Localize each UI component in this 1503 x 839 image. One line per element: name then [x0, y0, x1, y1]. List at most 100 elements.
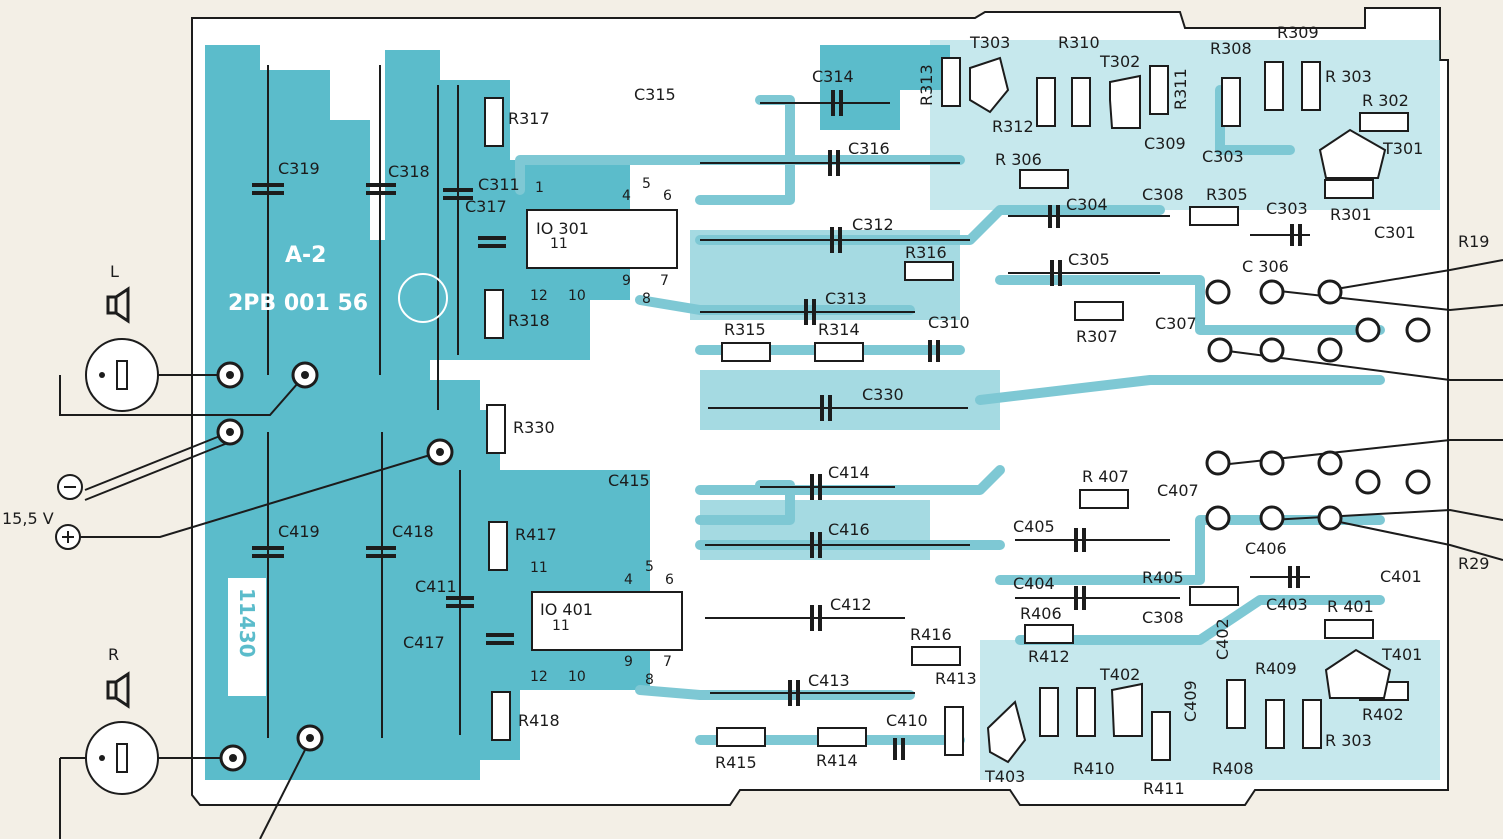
svg-text:R413: R413: [935, 669, 977, 688]
svg-text:R315: R315: [724, 320, 766, 339]
svg-text:T303: T303: [969, 33, 1010, 52]
svg-text:C409: C409: [1181, 680, 1200, 722]
svg-text:4: 4: [624, 572, 633, 588]
svg-text:C304: C304: [1066, 195, 1108, 214]
svg-text:C418: C418: [392, 522, 434, 541]
board-serial: 11430: [235, 588, 259, 658]
svg-text:6: 6: [665, 572, 674, 588]
svg-text:C318: C318: [388, 162, 430, 181]
svg-text:1: 1: [535, 180, 544, 196]
svg-text:6: 6: [663, 188, 672, 204]
board-part-number: 2PB 001 56: [228, 291, 368, 316]
svg-text:C307: C307: [1155, 314, 1197, 333]
svg-text:C403: C403: [1266, 595, 1308, 614]
svg-text:R29: R29: [1458, 554, 1489, 573]
capacitors-horizontal: [700, 90, 1310, 760]
svg-text:R405: R405: [1142, 568, 1184, 587]
svg-text:R 407: R 407: [1082, 467, 1129, 486]
speaker-symbol-left-icon: [106, 286, 130, 324]
svg-text:R314: R314: [818, 320, 860, 339]
svg-text:C416: C416: [828, 520, 870, 539]
svg-text:11: 11: [530, 560, 548, 576]
svg-text:R313: R313: [917, 64, 936, 106]
svg-text:C410: C410: [886, 711, 928, 730]
ic-pin-numbers: 1 4 5 6 11 12 10 9 8 7 11 4 5 6 11 12 10…: [530, 176, 674, 688]
transistors: [969, 56, 1392, 764]
svg-text:C330: C330: [862, 385, 904, 404]
svg-text:R318: R318: [508, 311, 550, 330]
svg-text:R311: R311: [1171, 68, 1190, 110]
svg-text:R307: R307: [1076, 327, 1118, 346]
svg-text:8: 8: [642, 291, 651, 307]
svg-text:C413: C413: [808, 671, 850, 690]
svg-text:R316: R316: [905, 243, 947, 262]
speaker-left-icon: [85, 338, 159, 412]
svg-text:T402: T402: [1099, 665, 1140, 684]
svg-text:C310: C310: [928, 313, 970, 332]
svg-text:R 303: R 303: [1325, 731, 1372, 750]
svg-text:R408: R408: [1212, 759, 1254, 778]
svg-text:C407: C407: [1157, 481, 1199, 500]
rail-wires: [267, 65, 461, 738]
svg-text:C303: C303: [1266, 199, 1308, 218]
svg-text:R415: R415: [715, 753, 757, 772]
svg-text:C412: C412: [830, 595, 872, 614]
svg-text:C405: C405: [1013, 517, 1055, 536]
copper-pour-top-mid: [385, 50, 630, 360]
copper-pour-center-right: [820, 45, 950, 130]
speaker-symbol-right-icon: [106, 671, 130, 709]
svg-text:R 303: R 303: [1325, 67, 1372, 86]
ic-io301: [526, 209, 678, 269]
svg-text:C311: C311: [478, 175, 520, 194]
svg-text:R 401: R 401: [1327, 597, 1374, 616]
svg-text:R409: R409: [1255, 659, 1297, 678]
svg-text:4: 4: [622, 188, 631, 204]
svg-text:C315: C315: [634, 85, 676, 104]
svg-text:C417: C417: [403, 633, 445, 652]
svg-text:7: 7: [660, 273, 669, 289]
svg-text:C317: C317: [465, 197, 507, 216]
svg-text:C402: C402: [1213, 618, 1232, 660]
svg-text:C303: C303: [1202, 147, 1244, 166]
svg-text:R412: R412: [1028, 647, 1070, 666]
copper-pour-c313: [690, 230, 960, 320]
copper-pour-c330: [700, 370, 1000, 430]
copper-pour-bottom-mid: [400, 410, 650, 760]
svg-text:R310: R310: [1058, 33, 1100, 52]
svg-text:C312: C312: [852, 215, 894, 234]
svg-text:9: 9: [622, 273, 631, 289]
svg-text:C 306: C 306: [1242, 257, 1289, 276]
svg-text:R416: R416: [910, 625, 952, 644]
svg-text:C406: C406: [1245, 539, 1287, 558]
copper-pour-right-bottom: [980, 640, 1440, 780]
capacitors-vertical: [252, 183, 514, 645]
svg-text:R417: R417: [515, 525, 557, 544]
svg-text:R402: R402: [1362, 705, 1404, 724]
mounting-hole: [398, 273, 448, 323]
copper-pour-c416: [700, 500, 930, 560]
svg-text:R406: R406: [1020, 604, 1062, 623]
svg-text:C319: C319: [278, 159, 320, 178]
svg-text:C308: C308: [1142, 608, 1184, 627]
speaker-right-icon: [85, 721, 159, 795]
minus-terminal-icon: [57, 474, 83, 500]
svg-text:R411: R411: [1143, 779, 1185, 798]
svg-text:T301: T301: [1382, 139, 1423, 158]
svg-text:C309: C309: [1144, 134, 1186, 153]
svg-text:R410: R410: [1073, 759, 1115, 778]
svg-text:IO 301: IO 301: [536, 219, 589, 238]
svg-text:12: 12: [530, 288, 548, 304]
svg-text:12: 12: [530, 669, 548, 685]
svg-text:C419: C419: [278, 522, 320, 541]
svg-text:R 302: R 302: [1362, 91, 1409, 110]
svg-text:R 306: R 306: [995, 150, 1042, 169]
svg-text:8: 8: [645, 672, 654, 688]
board-name: A-2: [285, 243, 326, 268]
svg-text:R308: R308: [1210, 39, 1252, 58]
resistors: [484, 57, 1409, 761]
component-labels: C319 C318 C311 C317 R317 R318 R330 R417 …: [278, 23, 1489, 798]
svg-text:9: 9: [624, 654, 633, 670]
svg-text:T302: T302: [1099, 52, 1140, 71]
svg-text:C401: C401: [1380, 567, 1422, 586]
